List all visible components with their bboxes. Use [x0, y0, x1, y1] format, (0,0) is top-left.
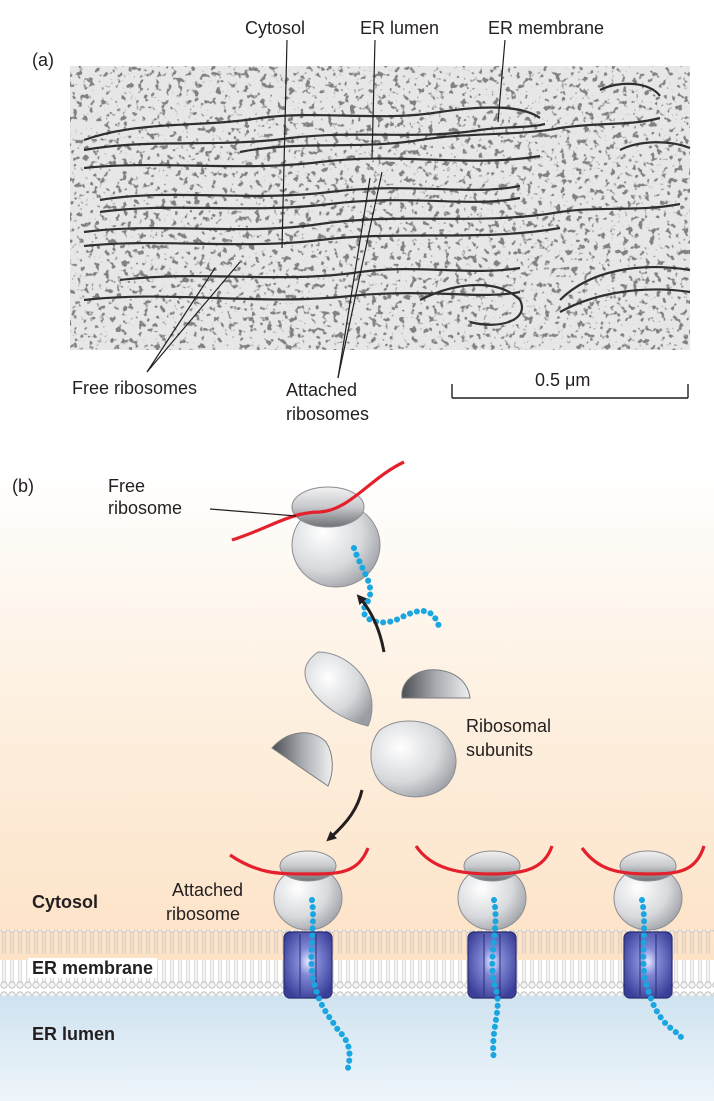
- attached-ribosome-1: [229, 847, 370, 1071]
- label-attached-ribosomes-1: Attached: [286, 380, 358, 400]
- free-ribosome-polypeptide: [351, 545, 443, 633]
- polypeptide-2: [489, 897, 501, 1063]
- translocon-3: [623, 931, 673, 999]
- attached-ribosome-3: [580, 845, 706, 1041]
- label-free-ribosome-2: ribosome: [108, 498, 183, 518]
- er-cisternae: [83, 82, 691, 326]
- mrna-3: [580, 845, 706, 876]
- electron-micrograph: [70, 66, 691, 350]
- panel-a-leader-lines: [146, 39, 506, 379]
- large-subunit-lower: [370, 720, 457, 798]
- free-ribosome: [231, 460, 443, 633]
- large-subunit-upper: [304, 651, 373, 727]
- label-cytosol-b: Cytosol: [32, 892, 99, 912]
- er-lumen-region: [0, 995, 714, 1101]
- label-free-ribosome-1: Free: [108, 476, 146, 496]
- free-ribosome-leader: [209, 508, 297, 517]
- free-ribosome-mrna: [231, 460, 405, 542]
- label-er-membrane-a: ER membrane: [488, 18, 605, 38]
- translocon-1: [283, 931, 333, 999]
- polypeptide-3: [639, 897, 685, 1041]
- label-cytosol-a: Cytosol: [245, 18, 306, 38]
- attached-ribosome-2: [414, 845, 554, 1063]
- label-attached-ribosome-1: Attached: [172, 880, 244, 900]
- label-ribosomal-subunits-1: Ribosomal: [466, 716, 552, 736]
- panel-b-letter: (b): [12, 476, 34, 496]
- label-er-membrane-b: ER membrane: [28, 958, 158, 978]
- label-attached-ribosomes-2: ribosomes: [286, 404, 370, 424]
- label-er-lumen-a: ER lumen: [360, 18, 440, 38]
- arrow-to-free-ribosome: [356, 594, 386, 653]
- scale-bar: [451, 384, 689, 399]
- label-ribosomal-subunits-2: subunits: [466, 740, 534, 760]
- label-free-ribosomes: Free ribosomes: [72, 378, 198, 398]
- polypeptide-1: [308, 897, 353, 1071]
- ribosomal-subunits: [271, 651, 471, 798]
- small-subunit-upper: [401, 669, 471, 699]
- label-er-lumen-b: ER lumen: [32, 1024, 116, 1044]
- arrow-to-attached-ribosome: [326, 789, 364, 842]
- scale-bar-label: 0.5 μm: [535, 370, 591, 390]
- small-subunit-lower: [271, 732, 333, 787]
- mrna-1: [229, 847, 370, 876]
- panel-a-letter: (a): [32, 50, 54, 70]
- label-attached-ribosome-2: ribosome: [166, 904, 241, 924]
- mrna-2: [414, 845, 554, 876]
